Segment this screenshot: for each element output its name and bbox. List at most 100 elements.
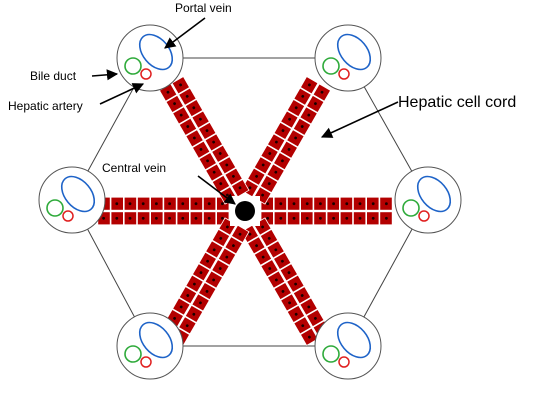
nucleus-icon	[274, 170, 278, 174]
nucleus-icon	[194, 202, 198, 206]
nucleus-icon	[221, 202, 224, 206]
nucleus-icon	[385, 202, 388, 206]
nucleus-icon	[225, 163, 229, 167]
nucleus-icon	[206, 159, 209, 163]
nucleus-icon	[261, 225, 265, 229]
nucleus-icon	[292, 202, 296, 206]
nucleus-icon	[206, 259, 209, 263]
nucleus-icon	[301, 324, 305, 328]
nucleus-icon	[266, 216, 269, 220]
nucleus-icon	[225, 255, 229, 259]
nucleus-icon	[102, 216, 105, 220]
nucleus-icon	[168, 216, 171, 220]
nucleus-icon	[255, 174, 258, 178]
cell-cord	[158, 76, 250, 205]
nucleus-icon	[199, 301, 202, 305]
bile-duct-label: Bile duct	[30, 69, 77, 83]
central-vein-label: Central vein	[102, 161, 166, 175]
nucleus-icon	[320, 90, 324, 94]
bile-duct-icon	[322, 345, 340, 363]
nucleus-icon	[307, 305, 311, 309]
nucleus-icon	[261, 255, 265, 259]
nucleus-icon	[332, 216, 335, 220]
portal-triad-icon	[314, 24, 382, 92]
bile-duct-arrow	[91, 69, 119, 81]
nucleus-icon	[155, 216, 158, 220]
nucleus-icon	[199, 271, 203, 275]
nucleus-icon	[205, 289, 209, 293]
nucleus-icon	[192, 282, 196, 286]
nucleus-icon	[185, 94, 189, 98]
nucleus-icon	[281, 129, 285, 133]
nucleus-icon	[281, 159, 284, 163]
portal-triad-icon	[394, 166, 462, 234]
portal-vein-arrow	[164, 17, 206, 49]
nucleus-icon	[199, 147, 203, 151]
nucleus-icon	[294, 106, 298, 110]
nucleus-icon	[261, 163, 265, 167]
nucleus-icon	[181, 216, 185, 220]
nucleus-icon	[179, 113, 183, 117]
nucleus-icon	[212, 170, 216, 174]
nucleus-icon	[232, 174, 235, 178]
cell-cord	[240, 76, 332, 205]
nucleus-icon	[221, 216, 224, 220]
hepatic-artery-label: Hepatic artery	[8, 99, 83, 113]
hepatic-artery-icon	[338, 68, 350, 80]
nucleus-icon	[307, 113, 311, 117]
nucleus-icon	[371, 216, 375, 220]
nucleus-icon	[186, 125, 190, 128]
nucleus-icon	[358, 202, 362, 206]
nucleus-icon	[192, 136, 196, 140]
nucleus-icon	[268, 267, 272, 270]
nucleus-icon	[181, 202, 185, 206]
hepatic-artery-icon	[140, 356, 152, 368]
nucleus-icon	[212, 278, 216, 282]
nucleus-icon	[115, 202, 119, 206]
portal-vein-label: Portal vein	[175, 1, 232, 15]
nucleus-icon	[279, 216, 283, 220]
nucleus-icon	[274, 248, 278, 252]
nucleus-icon	[287, 271, 291, 275]
central-vein-arrow	[197, 175, 236, 205]
portal-vein-icon	[60, 175, 96, 213]
portal-vein-icon	[336, 321, 372, 359]
nucleus-icon	[314, 102, 317, 106]
nucleus-icon	[345, 202, 349, 206]
nucleus-icon	[267, 236, 271, 240]
nucleus-icon	[185, 324, 189, 328]
cell-cord	[158, 217, 250, 346]
nucleus-icon	[287, 147, 291, 151]
nucleus-icon	[179, 305, 183, 309]
nucleus-icon	[332, 202, 335, 206]
portal-vein-icon	[416, 175, 452, 213]
nucleus-icon	[358, 216, 362, 220]
hepatic-artery-icon	[418, 210, 430, 222]
portal-triads	[38, 24, 462, 380]
nucleus-icon	[274, 278, 278, 282]
nucleus-icon	[115, 216, 119, 220]
nucleus-icon	[268, 152, 272, 155]
nucleus-icon	[238, 232, 242, 236]
nucleus-icon	[218, 152, 222, 155]
nucleus-icon	[186, 294, 190, 297]
nucleus-icon	[232, 244, 235, 248]
nucleus-icon	[238, 186, 242, 190]
nucleus-icon	[128, 202, 132, 206]
hepatic-cell-cords	[97, 76, 393, 346]
bile-duct-icon	[402, 199, 420, 217]
nucleus-icon	[288, 117, 291, 121]
hepatic-artery-arrow	[99, 83, 145, 105]
nucleus-icon	[266, 202, 269, 206]
nucleus-icon	[199, 117, 202, 121]
nucleus-icon	[300, 294, 304, 297]
nucleus-icon	[319, 216, 322, 220]
nucleus-icon	[194, 216, 198, 220]
hepatic-artery-icon	[62, 210, 74, 222]
nucleus-icon	[300, 125, 304, 128]
nucleus-icon	[274, 140, 278, 144]
nucleus-icon	[207, 216, 211, 220]
cell-cord	[97, 196, 230, 226]
